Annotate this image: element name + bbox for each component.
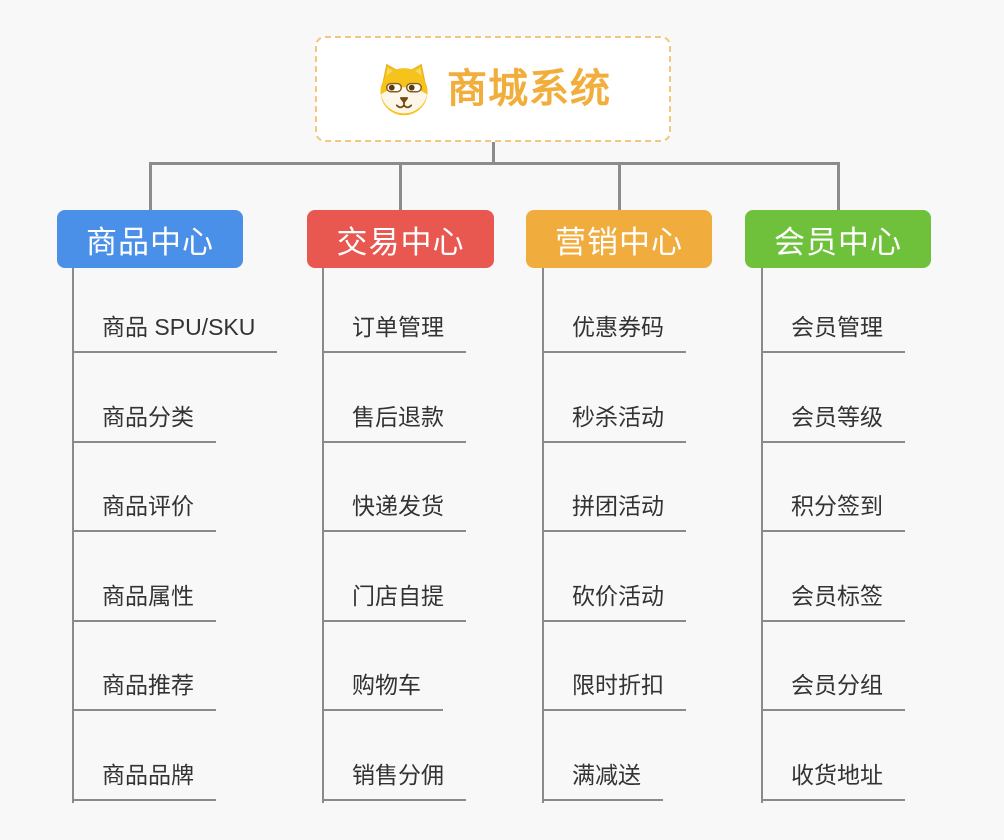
branch-trunk-connector	[72, 268, 74, 803]
branch-drop-connector	[617, 162, 621, 210]
topic-node[interactable]: 限时折扣	[542, 669, 686, 711]
topic-node[interactable]: 门店自提	[322, 580, 466, 622]
dog-icon	[380, 63, 428, 116]
root-node[interactable]: 商城系统	[315, 36, 671, 142]
topic-node[interactable]: 会员标签	[761, 580, 905, 622]
topic-node[interactable]: 拼团活动	[542, 490, 686, 532]
topic-node[interactable]: 商品推荐	[72, 669, 216, 711]
branch-trunk-connector	[542, 268, 544, 803]
topic-node[interactable]: 满减送	[542, 759, 663, 801]
bus-connector	[149, 162, 840, 165]
topic-node[interactable]: 商品品牌	[72, 759, 216, 801]
branch-node[interactable]: 交易中心	[307, 210, 494, 268]
branch-node[interactable]: 营销中心	[526, 210, 712, 268]
topic-node[interactable]: 秒杀活动	[542, 401, 686, 443]
topic-node[interactable]: 会员等级	[761, 401, 905, 443]
topic-node[interactable]: 会员分组	[761, 669, 905, 711]
topic-node[interactable]: 砍价活动	[542, 580, 686, 622]
topic-node[interactable]: 优惠券码	[542, 311, 686, 353]
branch-trunk-connector	[322, 268, 324, 803]
topic-node[interactable]: 商品属性	[72, 580, 216, 622]
branch-drop-connector	[398, 162, 402, 210]
topic-node[interactable]: 售后退款	[322, 401, 466, 443]
branch-node[interactable]: 会员中心	[745, 210, 931, 268]
topic-node[interactable]: 订单管理	[322, 311, 466, 353]
branch-drop-connector	[148, 162, 152, 210]
branch-drop-connector	[836, 162, 840, 210]
root-stem-connector	[492, 142, 495, 163]
branch-node[interactable]: 商品中心	[57, 210, 243, 268]
branch-trunk-connector	[761, 268, 763, 803]
topic-node[interactable]: 商品分类	[72, 401, 216, 443]
topic-node[interactable]: 收货地址	[761, 759, 905, 801]
root-title: 商城系统	[447, 67, 611, 111]
topic-node[interactable]: 商品 SPU/SKU	[72, 311, 278, 353]
topic-node[interactable]: 购物车	[322, 669, 443, 711]
topic-node[interactable]: 积分签到	[761, 490, 905, 532]
topic-node[interactable]: 会员管理	[761, 311, 905, 353]
topic-node[interactable]: 销售分佣	[322, 759, 466, 801]
topic-node[interactable]: 快递发货	[322, 490, 466, 532]
topic-node[interactable]: 商品评价	[72, 490, 216, 532]
